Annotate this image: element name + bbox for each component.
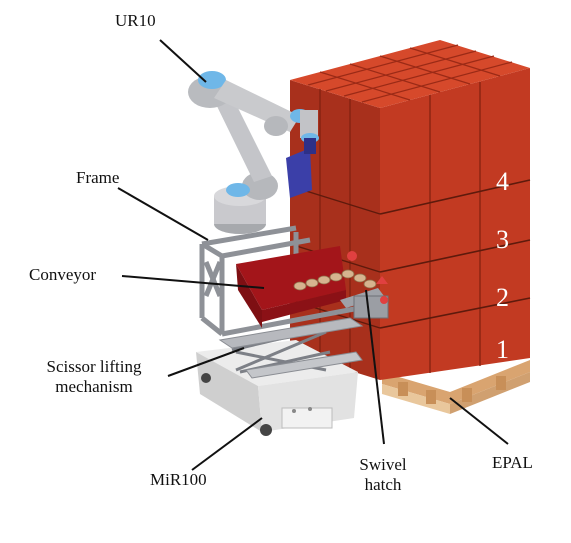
leader-epal [449, 397, 509, 445]
leader-swivel [365, 289, 385, 445]
label-conveyor: Conveyor [29, 265, 97, 284]
label-swivel-line1: Swivel [359, 455, 407, 474]
label-scissor-lifting-mechanism: Scissor lifting mechanism [20, 357, 168, 396]
epal-pallet [382, 360, 530, 414]
label-swivel-hatch: Swivel hatch [352, 455, 414, 494]
swivel-hatch [347, 251, 389, 319]
layer-1-number: 1 [496, 335, 509, 364]
label-scissor-line2: mechanism [55, 376, 133, 396]
scissor-lift [218, 317, 364, 379]
leader-conveyor [121, 275, 265, 289]
label-mir100: MiR100 [150, 470, 207, 489]
leader-mir100 [191, 417, 263, 471]
label-scissor-line1: Scissor lifting [46, 357, 142, 376]
conveyor [236, 246, 384, 328]
label-epal: EPAL [492, 453, 533, 472]
label-swivel-line2: hatch [364, 474, 402, 494]
ur10-robot-arm [188, 71, 319, 234]
layer-3-number: 3 [496, 225, 509, 254]
leader-scissor [167, 347, 245, 377]
layer-4-number: 4 [496, 167, 509, 196]
layer-2-number: 2 [496, 283, 509, 312]
frame-structure [199, 225, 371, 337]
label-ur10: UR10 [115, 11, 156, 30]
leader-lines [117, 39, 509, 471]
label-frame: Frame [76, 168, 120, 187]
leader-ur10 [159, 39, 207, 83]
leader-frame [117, 187, 209, 241]
